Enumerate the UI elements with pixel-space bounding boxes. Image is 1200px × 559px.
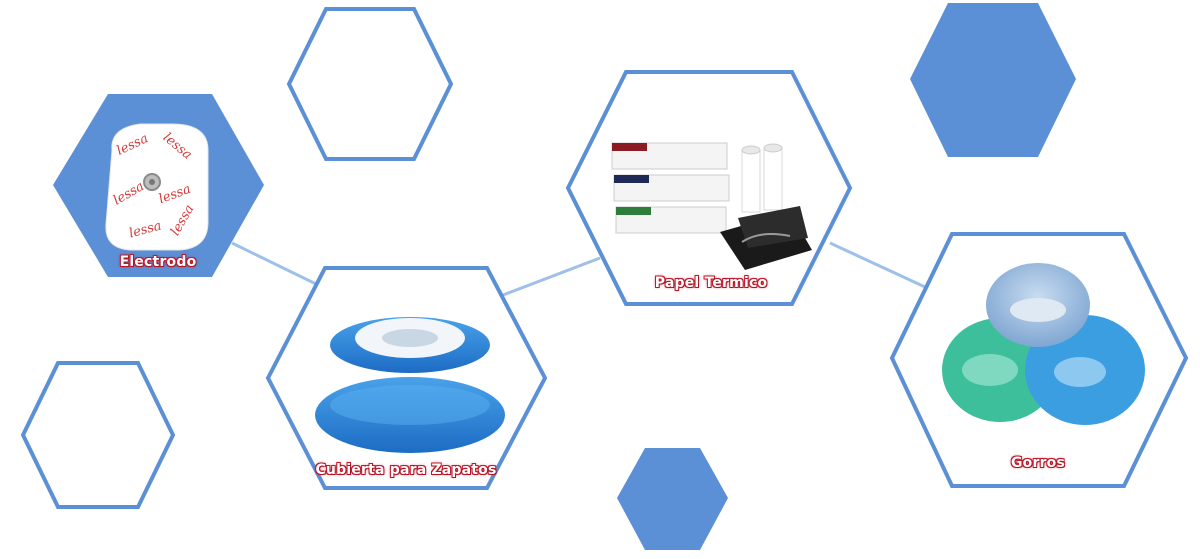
product-label-electrodo: Electrodo <box>119 254 197 270</box>
decorative-hexagon-filled <box>617 448 728 550</box>
product-hex-gorros[interactable] <box>889 232 1189 488</box>
connector-line <box>829 241 926 289</box>
product-hex-electrodo[interactable]: lessa lessa lessa lessa lessa lessa <box>53 94 264 277</box>
decorative-hexagon-filled <box>910 3 1076 157</box>
electrode-pad-icon: lessa lessa lessa lessa lessa lessa <box>105 123 209 251</box>
shoe-cover-icon <box>315 317 505 453</box>
product-label-papel: Papel Termico <box>654 275 768 291</box>
decorative-hexagon-outline <box>20 361 176 509</box>
connector-lines <box>231 241 926 297</box>
product-label-gorros: Gorros <box>1010 455 1066 471</box>
product-label-cubierta: Cubierta para Zapatos <box>315 462 497 478</box>
product-hex-cubierta[interactable] <box>265 266 548 490</box>
thermal-paper-icon <box>611 142 812 270</box>
connector-line <box>231 241 319 287</box>
decorative-hexagon-outline <box>286 7 454 161</box>
bouffant-cap-icon <box>942 263 1145 425</box>
connector-line <box>502 256 601 297</box>
product-hex-papel[interactable] <box>565 70 853 306</box>
